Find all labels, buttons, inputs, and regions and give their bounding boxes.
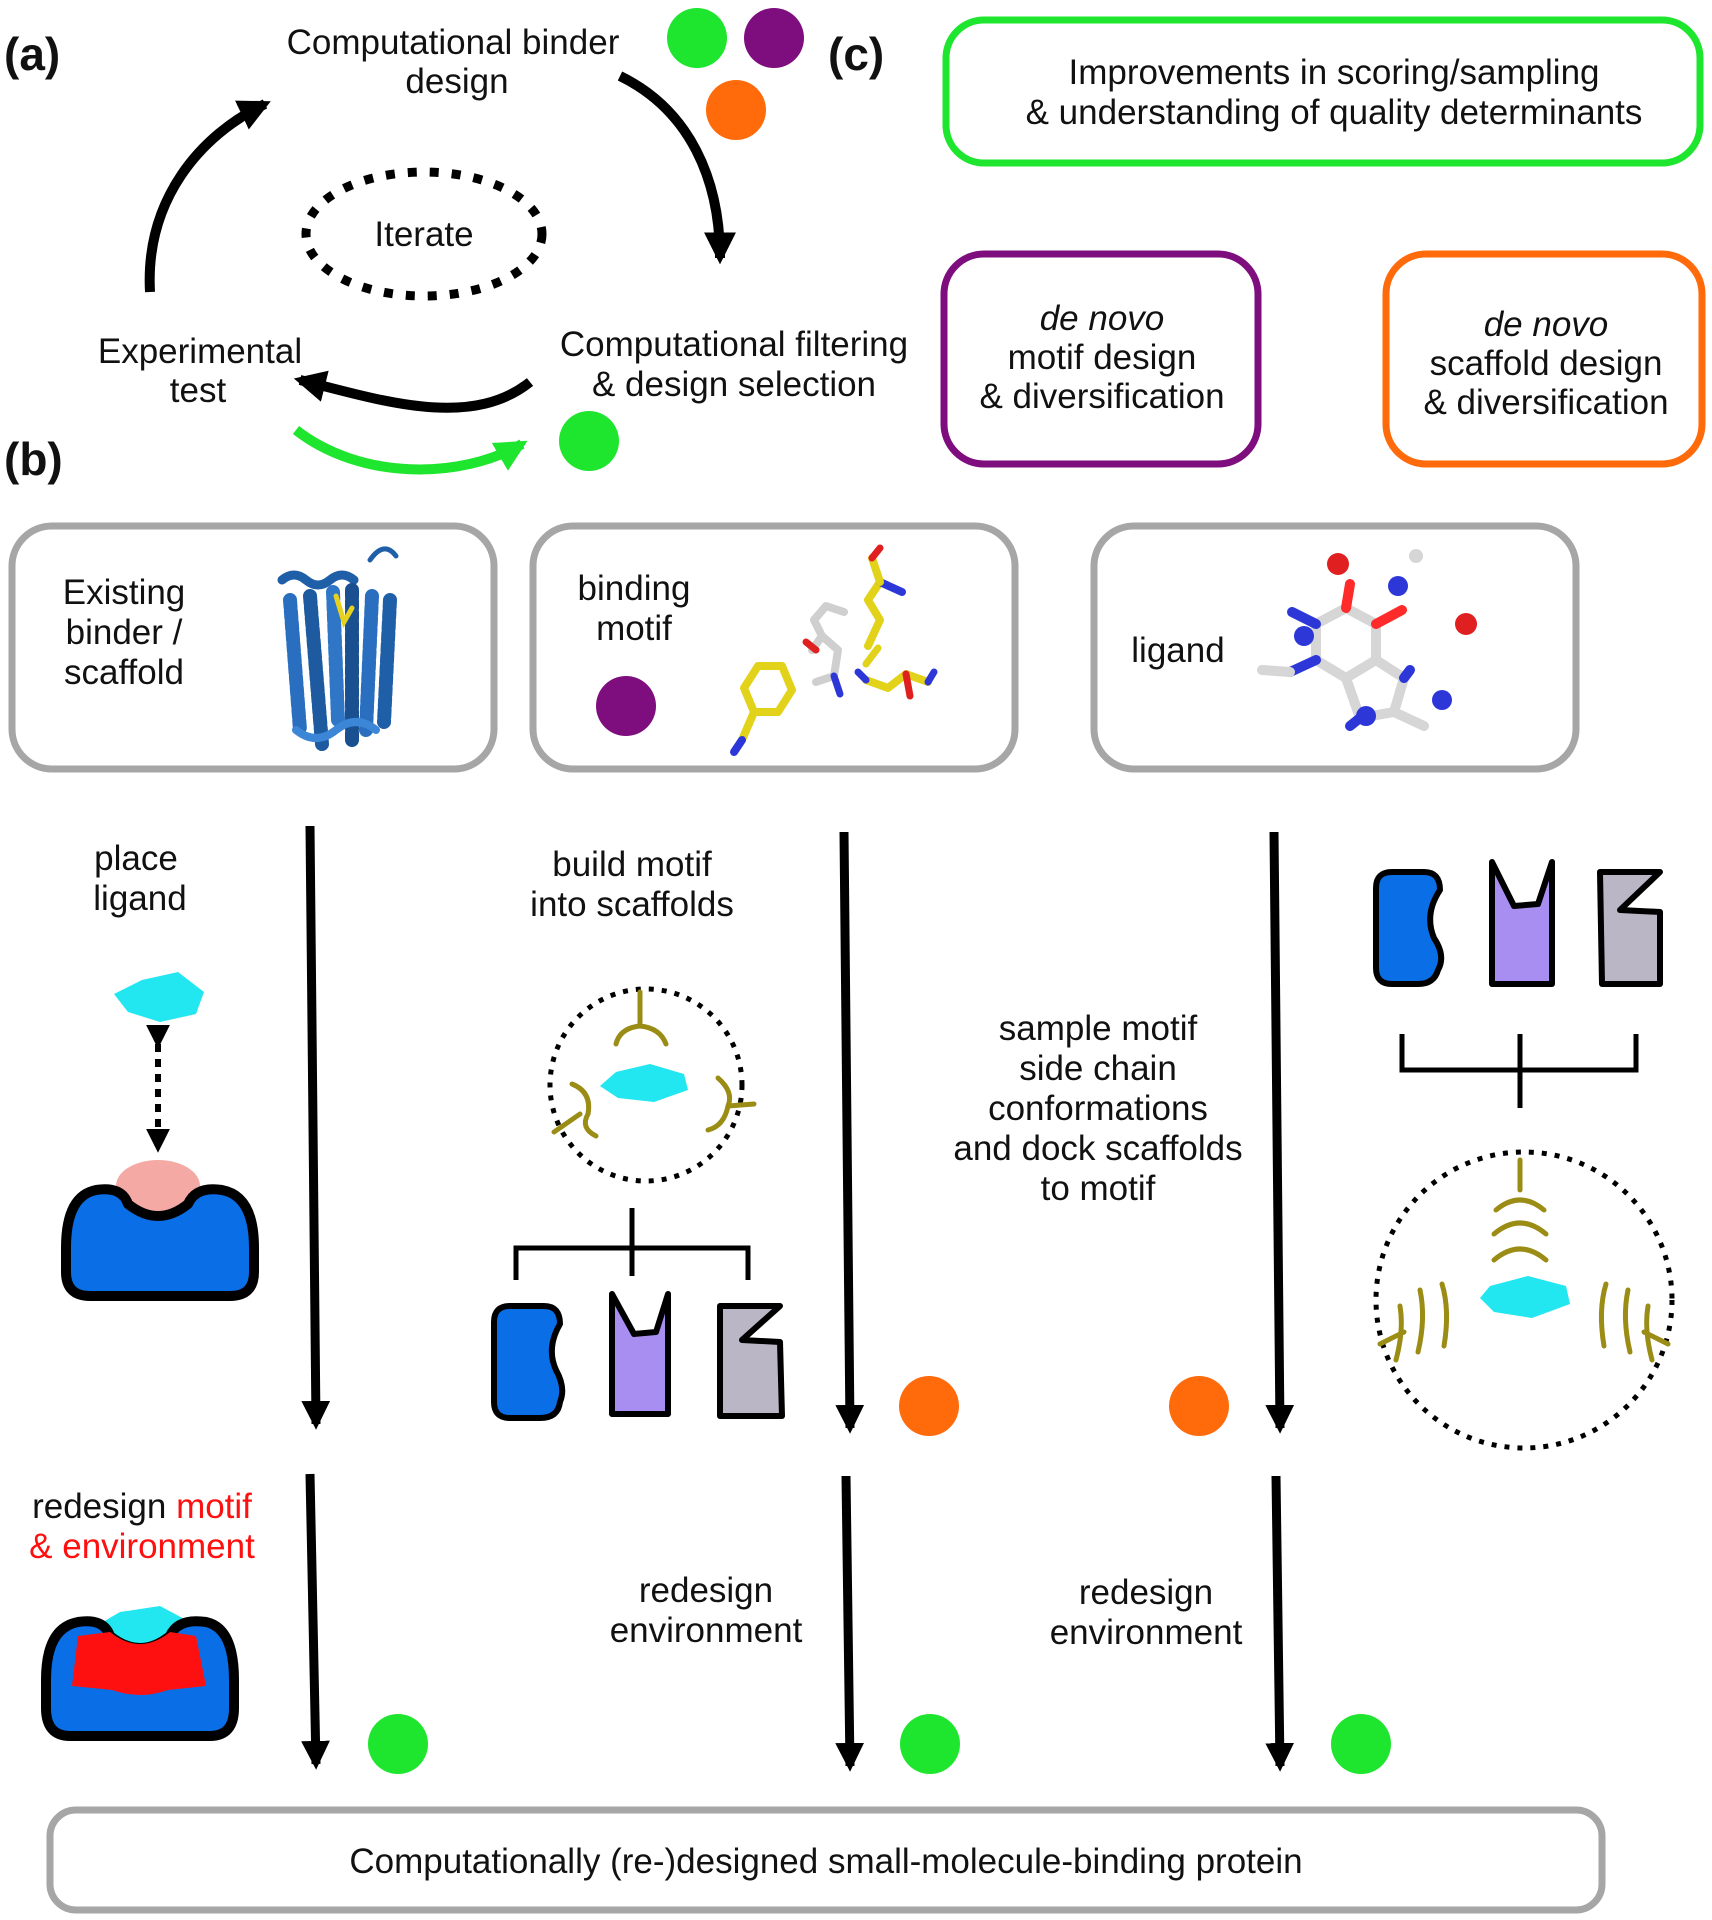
redesign-env1-line2: environment [610, 1611, 803, 1650]
binding-pocket [116, 1160, 200, 1212]
cycle-design-line1: Computational binder [287, 23, 620, 62]
panel-label-b: (b) [4, 433, 63, 485]
sample-motif-line1: sample motif [999, 1009, 1198, 1048]
ligand-shape-col3 [1480, 1276, 1570, 1318]
redesign-motif-line2: & environment [29, 1527, 255, 1566]
output-box [46, 1806, 1606, 1914]
scaffold-grey-col2 [717, 1303, 785, 1419]
box-motif-design [940, 250, 1262, 468]
build-motif-line1: build motif [552, 845, 712, 884]
cycle-design-line2: design [405, 62, 508, 101]
arrow-filtering-to-test [293, 370, 534, 413]
sample-motif-line2: side chain [1019, 1049, 1177, 1088]
green-dot-col2 [900, 1714, 960, 1774]
orange-dot-col2 [899, 1376, 959, 1436]
motif-design-line2: & diversification [979, 377, 1224, 416]
cycle-filtering-line1: Computational filtering [560, 325, 908, 364]
tree-branches-col2 [513, 1245, 751, 1280]
ligand-shape-col1 [114, 972, 204, 1022]
arrow-col1-lower [301, 1473, 330, 1770]
place-ligand-line1: place [94, 839, 178, 878]
binding-motif-line2: motif [596, 609, 672, 648]
redesign-env1-line1: redesign [639, 1571, 773, 1610]
scoring-line1: Improvements in scoring/sampling [1068, 53, 1599, 92]
scaffold-design-line1: scaffold design [1430, 344, 1663, 383]
purple-dot-design [744, 8, 804, 68]
scaffold-lavender-col3 [1489, 859, 1555, 987]
motif-assembly-circle [547, 986, 745, 1184]
scaffold-design-italic: de novo [1484, 305, 1609, 344]
arrow-col2-upper [835, 831, 865, 1434]
scoring-line2: & understanding of quality determinants [1026, 93, 1643, 132]
orange-dot-col3 [1169, 1376, 1229, 1436]
ligand-shape-col2 [600, 1064, 688, 1102]
protein-structure-image [277, 546, 399, 751]
redesign-motif-red: motif [176, 1487, 252, 1526]
build-motif-line2: into scaffolds [530, 885, 734, 924]
arrow-green-test-to-filtering [292, 426, 528, 475]
iterate-loop [301, 167, 547, 301]
scaffold-lavender-col2 [609, 1291, 671, 1417]
place-ligand-line2: ligand [93, 879, 186, 918]
binding-motif-line1: binding [578, 569, 691, 608]
arrow-test-to-design [144, 99, 271, 293]
ligand-stick-model [1257, 579, 1429, 731]
docking-circle [1373, 1149, 1675, 1451]
green-dot-col3 [1331, 1714, 1391, 1774]
arrow-col2-lower [835, 1475, 865, 1772]
motif-stick-model [730, 544, 938, 756]
ligand-label: ligand [1131, 631, 1224, 670]
redesign-env2-line1: redesign [1079, 1573, 1213, 1612]
green-dot-filtering [559, 411, 619, 471]
existing-line2: binder / [66, 613, 183, 652]
ligand-atoms [1294, 549, 1477, 726]
existing-line3: scaffold [64, 653, 184, 692]
arrow-col3-lower [1265, 1475, 1295, 1772]
protein-scaffold-col1 [61, 1184, 259, 1301]
scaffold-blue-col3 [1373, 869, 1445, 987]
motif-design-line1: motif design [1008, 338, 1197, 377]
cycle-test-line2: test [170, 371, 227, 410]
cycle-test-line1: Experimental [98, 332, 302, 371]
purple-dot-motif [596, 676, 656, 736]
box-ligand [1090, 522, 1580, 773]
panel-label-a: (a) [4, 28, 60, 80]
redesign-prefix: redesign [32, 1487, 176, 1526]
green-dot-design [667, 8, 727, 68]
arrow-col1-upper [301, 825, 331, 1430]
redesigned-motif-region [72, 1632, 206, 1695]
iterate-label: Iterate [374, 215, 473, 254]
output-label: Computationally (re-)designed small-mole… [349, 1842, 1302, 1881]
sample-motif-line4: and dock scaffolds [953, 1129, 1242, 1168]
arrow-design-to-filtering [617, 71, 736, 265]
arrow-col3-upper [1265, 831, 1295, 1434]
box-scaffold-design [1382, 250, 1706, 468]
panel-label-c: (c) [828, 28, 884, 80]
cycle-filtering-line2: & design selection [592, 365, 876, 404]
motif-sidechains-col2 [551, 989, 757, 1139]
sample-motif-line3: conformations [988, 1089, 1208, 1128]
box-scoring [942, 16, 1704, 167]
green-dot-col1 [368, 1714, 428, 1774]
redesign-env2-line2: environment [1050, 1613, 1243, 1652]
scaffold-grey-col3 [1597, 869, 1663, 987]
existing-line1: Existing [63, 573, 186, 612]
orange-dot-design [706, 80, 766, 140]
scaffold-blue-col2 [491, 1303, 566, 1421]
motif-design-italic: de novo [1040, 299, 1165, 338]
redesign-motif-line1: redesign motif [32, 1487, 252, 1526]
sample-motif-line5: to motif [1041, 1169, 1156, 1208]
sampled-sidechains-col3 [1377, 1157, 1671, 1363]
scaffold-design-line2: & diversification [1423, 383, 1668, 422]
